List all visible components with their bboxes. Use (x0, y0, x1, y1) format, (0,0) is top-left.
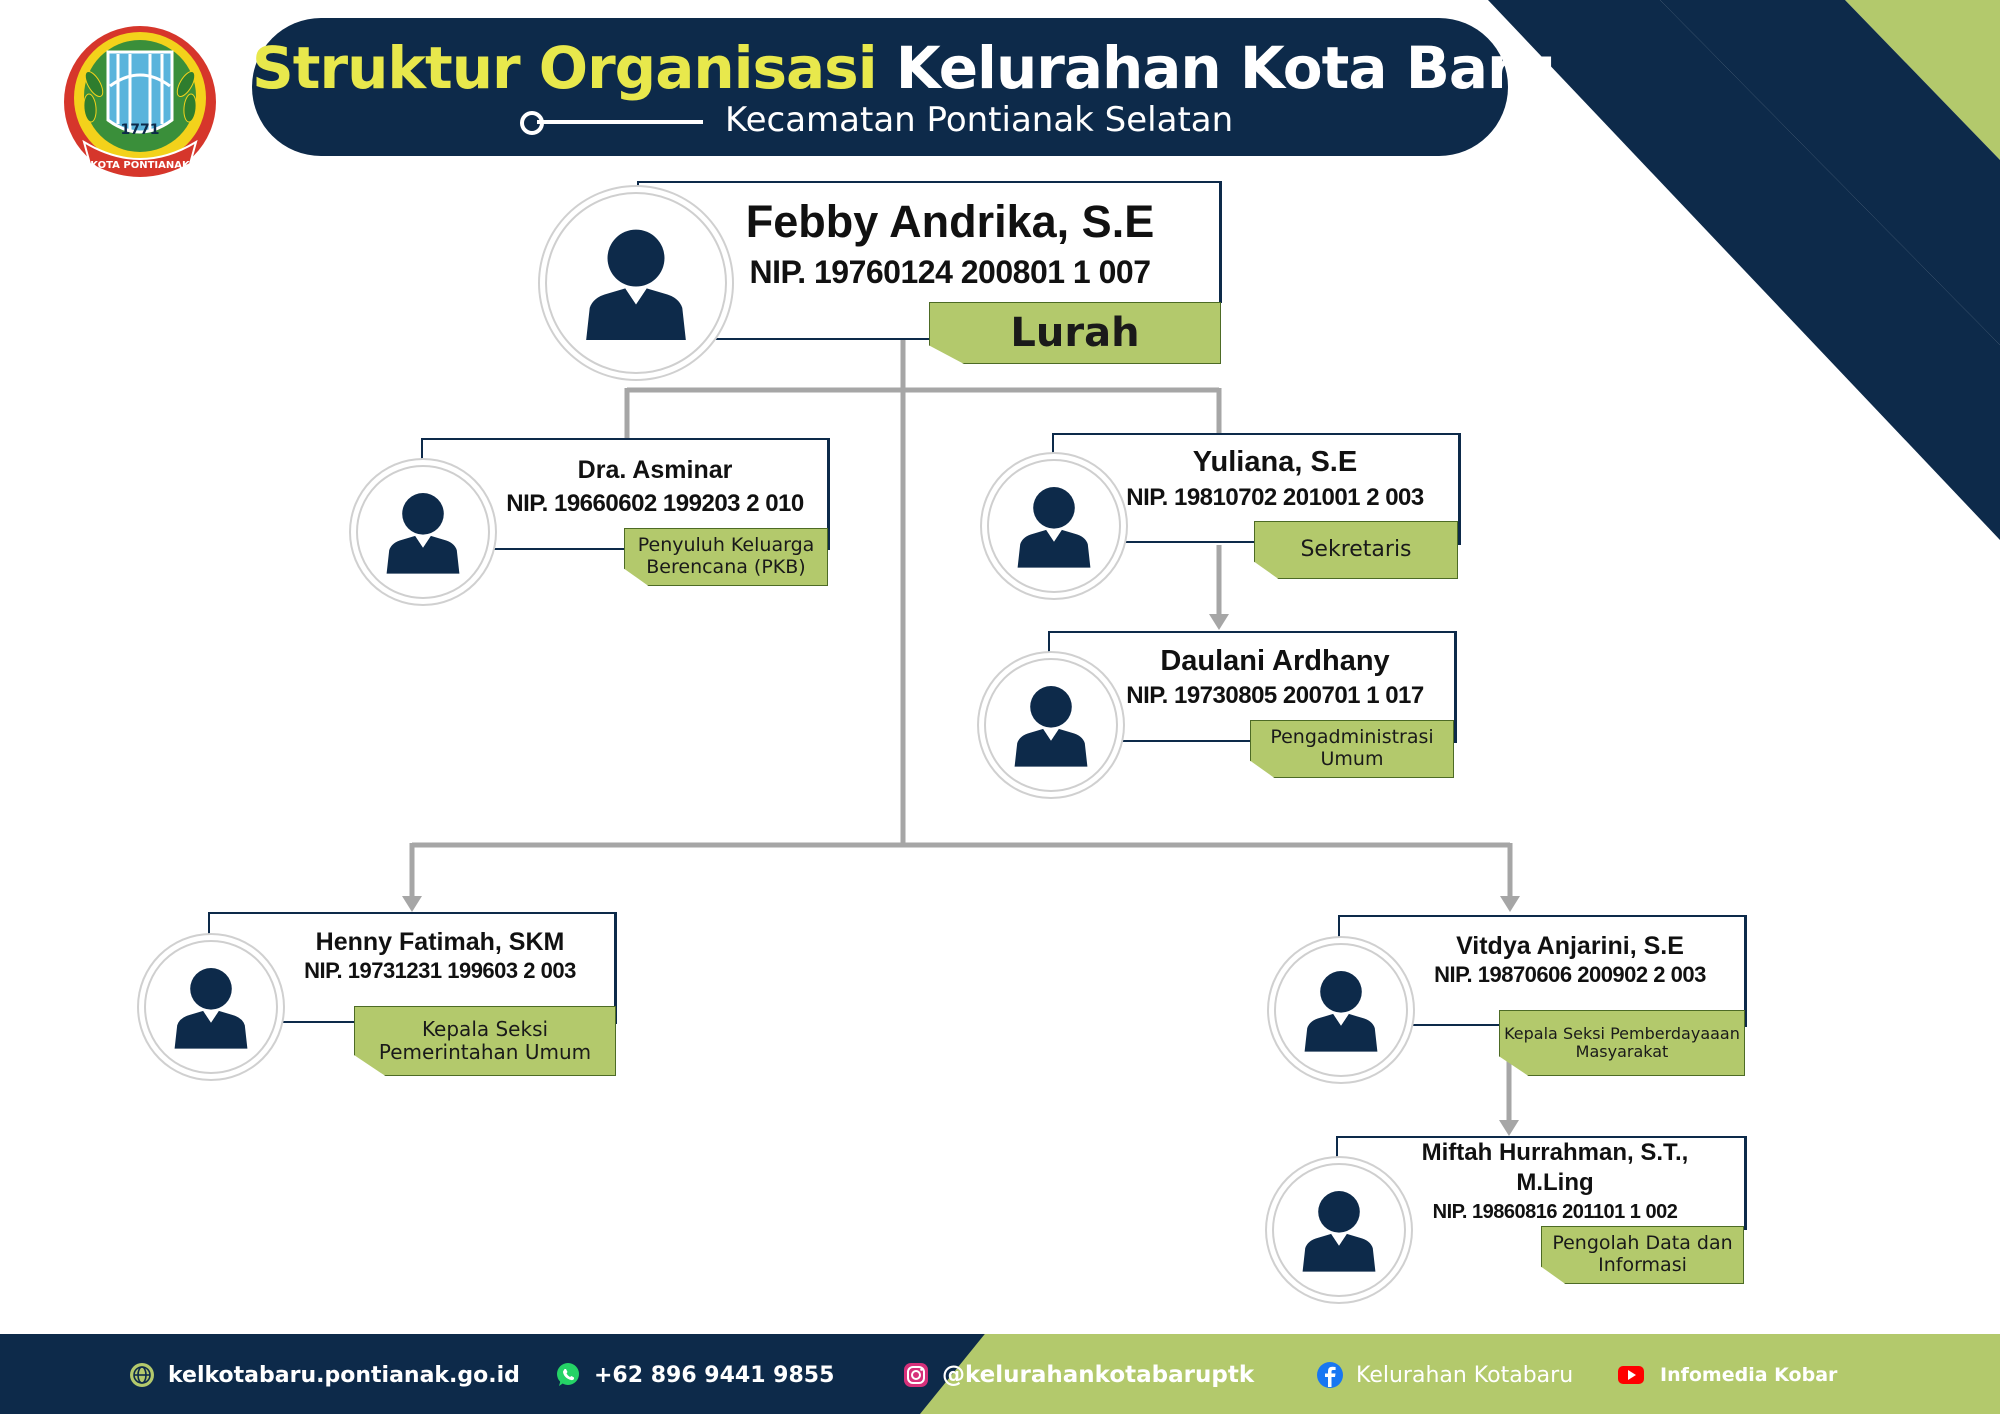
person-icon (1014, 686, 1088, 767)
whatsapp-icon (557, 1363, 579, 1386)
page-title: Struktur Organisasi Kelurahan Kota Baru (252, 34, 1556, 102)
title-main: Kelurahan Kota Baru (895, 34, 1556, 102)
footer-facebook[interactable]: Kelurahan Kotabaru (1316, 1360, 1573, 1390)
pemerintahan-nip: NIP. 19731231 199603 2 003 (304, 958, 576, 983)
pengadministrasi-avatar (984, 658, 1118, 792)
instagram-icon (904, 1363, 928, 1387)
card-sekretaris-underline (1110, 541, 1260, 543)
footer-whatsapp[interactable]: +62 896 9441 9855 (554, 1360, 834, 1390)
person-icon (386, 493, 460, 574)
person-icon (1017, 487, 1091, 568)
card-pkb-underline (470, 548, 630, 550)
person-icon (1302, 1191, 1376, 1272)
footer-accent (920, 1334, 2000, 1414)
card-lurah-underline (700, 338, 932, 340)
person-icon (1304, 971, 1378, 1052)
globe-icon (130, 1363, 154, 1387)
card-pemerintahan-underline (275, 1021, 415, 1023)
pengadministrasi-role: Pengadministrasi Umum (1250, 720, 1454, 778)
logo-year: 1771 (121, 122, 160, 138)
page-subtitle: Kecamatan Pontianak Selatan (725, 100, 1234, 140)
footer-bar: kelkotabaru.pontianak.go.id +62 896 9441… (0, 1334, 2000, 1414)
pemerintahan-avatar (144, 940, 278, 1074)
pengolah-role: Pengolah Data dan Informasi (1541, 1226, 1744, 1284)
website-text: kelkotabaru.pontianak.go.id (168, 1362, 520, 1388)
card-lurah (637, 181, 1222, 303)
card-pengolah (1336, 1136, 1747, 1230)
footer-youtube[interactable]: Infomedia Kobar (1614, 1360, 1837, 1390)
person-icon (174, 968, 248, 1049)
pemerintahan-name: Henny Fatimah, SKM (315, 928, 565, 956)
logo-text: KOTA PONTIANAK (90, 160, 191, 171)
pkb-avatar (356, 465, 490, 599)
pemberdayaan-avatar (1274, 943, 1408, 1077)
sekretaris-nip: NIP. 19810702 201001 2 003 (1126, 484, 1424, 511)
sekretaris-role: Sekretaris (1254, 521, 1458, 579)
title-highlight: Struktur Organisasi (252, 34, 878, 102)
title-banner: Struktur Organisasi Kelurahan Kota Baru … (252, 18, 1556, 156)
facebook-text: Kelurahan Kotabaru (1356, 1362, 1574, 1388)
person-icon (586, 229, 686, 340)
lurah-nip: NIP. 19760124 200801 1 007 (749, 254, 1151, 290)
pengadministrasi-nip: NIP. 19730805 200701 1 017 (1126, 682, 1424, 709)
lurah-name: Febby Andrika, S.E (745, 196, 1155, 247)
pengolah-name: Miftah Hurrahman, S.T., M.Ling (1421, 1139, 1689, 1196)
pemberdayaan-role: Kepala Seksi Pemberdayaaan Masyarakat (1499, 1010, 1745, 1076)
footer-website[interactable]: kelkotabaru.pontianak.go.id (128, 1360, 520, 1390)
pemberdayaan-name: Vitdya Anjarini, S.E (1456, 932, 1684, 960)
card-pengadministrasi-underline (1105, 740, 1255, 742)
youtube-text: Infomedia Kobar (1660, 1364, 1838, 1386)
pkb-nip: NIP. 19660602 199203 2 010 (506, 490, 804, 517)
card-pemberdayaan-underline (1405, 1024, 1505, 1026)
facebook-icon (1317, 1362, 1343, 1388)
lurah-role: Lurah (929, 302, 1221, 364)
pengolah-nip: NIP. 19860816 201101 1 002 (1432, 1201, 1678, 1223)
instagram-text: @kelurahankotabaruptk (942, 1362, 1255, 1388)
lurah-avatar (545, 192, 727, 374)
youtube-icon (1618, 1366, 1644, 1384)
footer-instagram[interactable]: @kelurahankotabaruptk (902, 1360, 1254, 1390)
pkb-name: Dra. Asminar (577, 456, 733, 484)
pengadministrasi-name: Daulani Ardhany (1160, 645, 1390, 677)
subtitle-divider (537, 120, 703, 124)
sekretaris-name: Yuliana, S.E (1192, 446, 1358, 478)
kota-pontianak-logo: 1771 KOTA PONTIANAK (64, 26, 216, 179)
whatsapp-text: +62 896 9441 9855 (594, 1362, 835, 1388)
pemerintahan-role: Kepala Seksi Pemerintahan Umum (354, 1006, 616, 1076)
pkb-role: Penyuluh Keluarga Berencana (PKB) (624, 528, 828, 586)
sekretaris-avatar (987, 459, 1121, 593)
pemberdayaan-nip: NIP. 19870606 200902 2 003 (1434, 962, 1706, 987)
pengolah-avatar (1272, 1163, 1406, 1297)
